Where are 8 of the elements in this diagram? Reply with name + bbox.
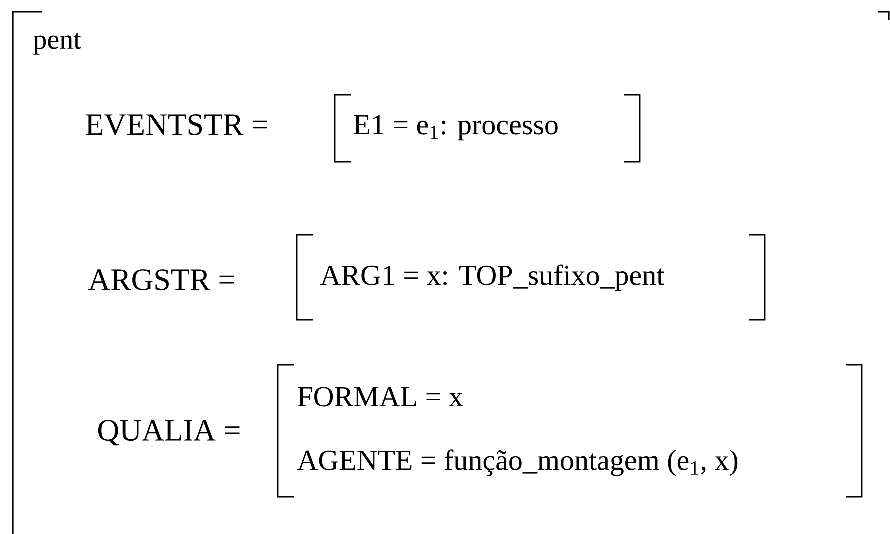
label-text: AGENTE = função_montagem (e$_{1}$, x) (298, 450, 738, 476)
label-text: ARGSTR = (88, 270, 234, 290)
label-text: FORMAL = x (298, 387, 464, 407)
label-text: QUALIA = (98, 420, 240, 446)
label-text: E1 = e$_{1}$: processo (354, 115, 558, 141)
label-text: ARG1 = x: TOP_sufixo_pent (320, 264, 665, 292)
label-text: pent (34, 33, 82, 55)
label-text: EVENTSTR = (86, 114, 268, 136)
